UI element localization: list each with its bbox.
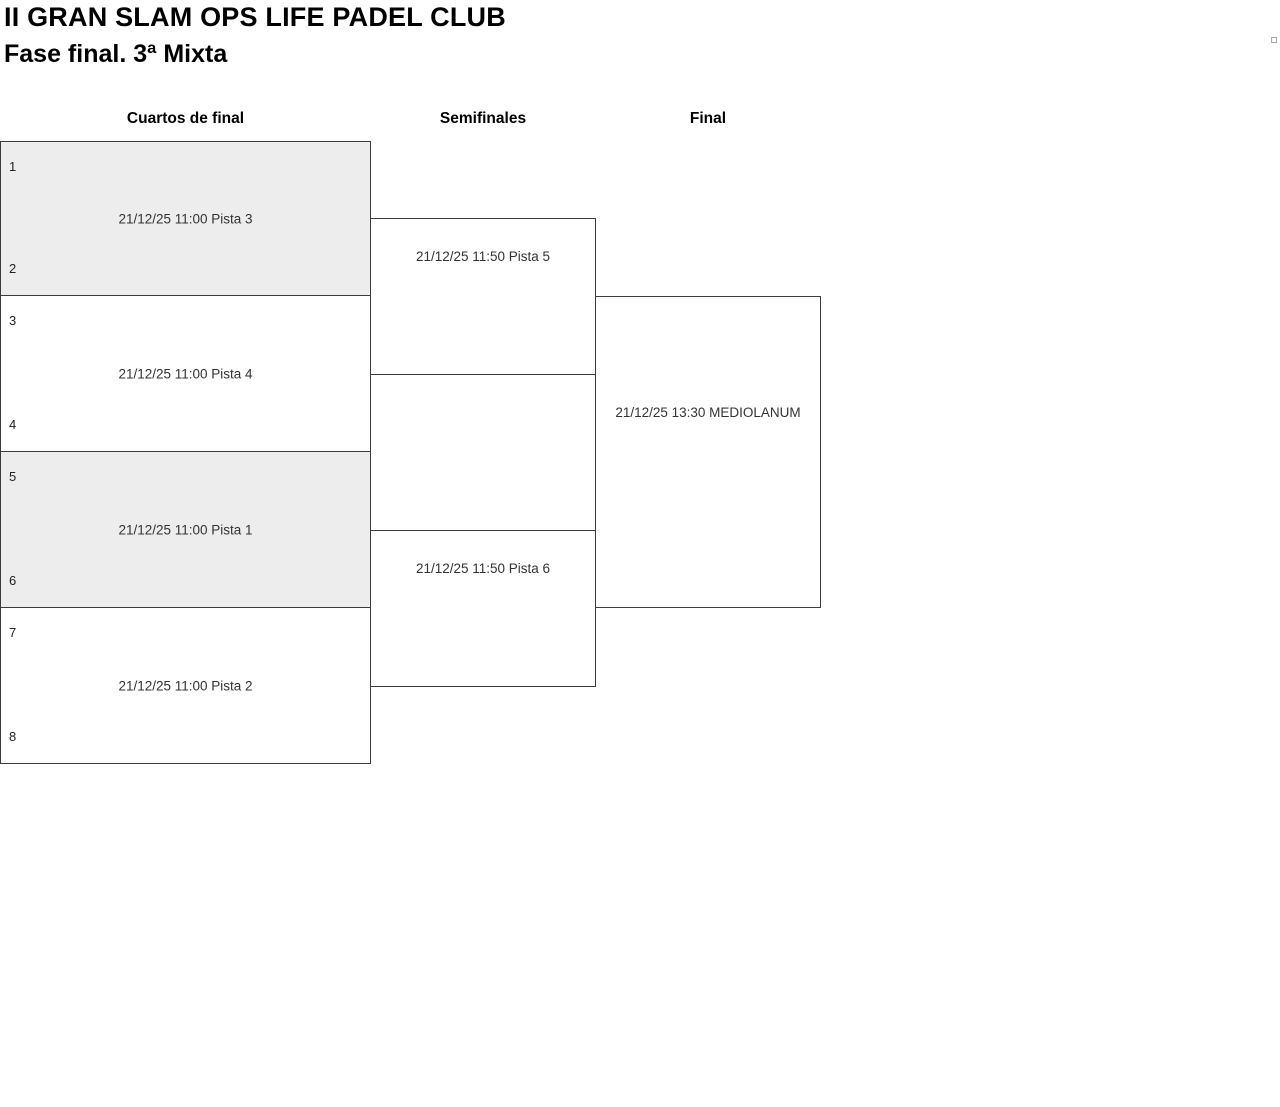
page-title: II GRAN SLAM OPS LIFE PADEL CLUB <box>4 2 506 32</box>
expand-icon[interactable] <box>1271 37 1277 43</box>
column-header-semifinals: Semifinales <box>439 110 527 127</box>
match-quarterfinal-1[interactable]: 1 21/12/25 11:00 Pista 3 2 <box>0 141 371 296</box>
match-quarterfinal-3[interactable]: 5 21/12/25 11:00 Pista 1 6 <box>0 451 371 608</box>
match-info: 21/12/25 11:00 Pista 3 <box>118 211 253 226</box>
seed-number: 8 <box>9 729 17 744</box>
match-quarterfinal-2[interactable]: 3 21/12/25 11:00 Pista 4 4 <box>0 295 371 452</box>
seed-number: 2 <box>9 261 17 276</box>
match-info: 21/12/25 11:50 Pista 6 <box>415 561 551 576</box>
seed-number: 1 <box>9 159 17 174</box>
match-info: 21/12/25 11:00 Pista 1 <box>118 522 253 537</box>
match-quarterfinal-4[interactable]: 7 21/12/25 11:00 Pista 2 8 <box>0 607 371 764</box>
seed-number: 5 <box>9 469 17 484</box>
seed-number: 4 <box>9 417 17 432</box>
seed-number: 6 <box>9 573 17 588</box>
column-header-final: Final <box>689 110 727 127</box>
match-semifinal-1[interactable]: 21/12/25 11:50 Pista 5 <box>370 218 596 375</box>
page-subtitle: Fase final. 3ª Mixta <box>4 40 228 68</box>
match-semifinal-2[interactable]: 21/12/25 11:50 Pista 6 <box>370 530 596 687</box>
match-info: 21/12/25 13:30 MEDIOLANUM <box>615 405 801 420</box>
seed-number: 3 <box>9 313 17 328</box>
match-info: 21/12/25 11:50 Pista 5 <box>415 249 551 264</box>
match-info: 21/12/25 11:00 Pista 4 <box>118 366 253 381</box>
seed-number: 7 <box>9 625 17 640</box>
match-info: 21/12/25 11:00 Pista 2 <box>118 678 253 693</box>
match-final[interactable]: 21/12/25 13:30 MEDIOLANUM <box>595 296 821 608</box>
column-header-quarterfinals: Cuartos de final <box>126 110 245 127</box>
